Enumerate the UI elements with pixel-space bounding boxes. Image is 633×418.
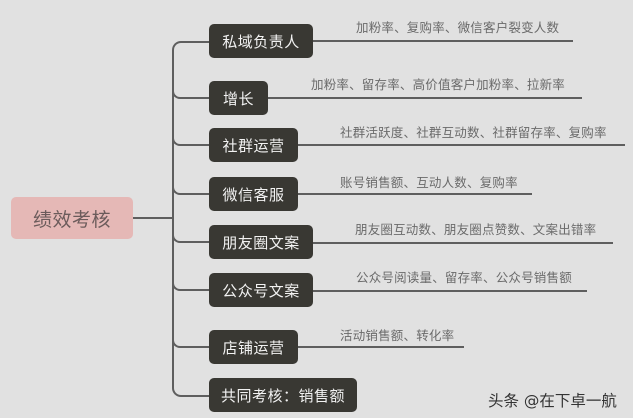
branch-connector-8 <box>172 384 209 397</box>
node-official-account-copy[interactable]: 公众号文案 <box>209 273 313 307</box>
branch-connector-6 <box>172 281 209 291</box>
node-label: 增长 <box>222 89 254 108</box>
leaf-underline-6 <box>313 290 587 292</box>
node-moments-copy[interactable]: 朋友圈文案 <box>209 225 313 259</box>
leaf-metrics-store-ops: 活动销售额、转化率 <box>340 328 455 343</box>
node-label: 店铺运营 <box>222 338 285 357</box>
node-store-ops[interactable]: 店铺运营 <box>209 330 298 364</box>
branch-connector-7 <box>172 338 209 348</box>
branch-connector-4 <box>172 185 209 195</box>
leaf-underline-5 <box>313 242 613 244</box>
watermark: 头条 @在下卓一航 <box>488 392 617 410</box>
leaf-metrics-private-domain-lead: 加粉率、复购率、微信客户裂变人数 <box>356 20 560 35</box>
leaf-metrics-community-ops: 社群活跃度、社群互动数、社群留存率、复购率 <box>340 125 607 140</box>
trunk-line <box>172 50 174 386</box>
leaf-metrics-moments-copy: 朋友圈互动数、朋友圈点赞数、文案出错率 <box>355 222 597 237</box>
node-label: 微信客服 <box>222 185 285 204</box>
node-shared-kpi[interactable]: 共同考核：销售额 <box>209 378 357 412</box>
node-wechat-support[interactable]: 微信客服 <box>209 177 298 211</box>
leaf-metrics-wechat-support: 账号销售额、互动人数、复购率 <box>340 175 518 190</box>
leaf-underline-7 <box>298 346 464 348</box>
root-label: 绩效考核 <box>32 208 111 231</box>
branch-connector-3 <box>172 136 209 146</box>
node-label: 共同考核：销售额 <box>220 386 345 405</box>
leaf-metrics-official-account-copy: 公众号阅读量、留存率、公众号销售额 <box>356 270 572 285</box>
node-label: 朋友圈文案 <box>222 233 300 252</box>
node-private-domain-lead[interactable]: 私域负责人 <box>209 24 313 58</box>
root-connector <box>133 217 173 219</box>
branch-connector-2 <box>172 89 209 99</box>
branch-connector-5 <box>172 233 209 243</box>
node-community-ops[interactable]: 社群运营 <box>209 128 298 162</box>
node-growth[interactable]: 增长 <box>209 81 268 115</box>
root-node[interactable]: 绩效考核 <box>11 197 133 239</box>
node-label: 公众号文案 <box>222 281 300 300</box>
leaf-underline-4 <box>298 193 532 195</box>
branch-connector-1 <box>172 41 209 53</box>
node-label: 社群运营 <box>222 136 285 155</box>
leaf-metrics-growth: 加粉率、留存率、高价值客户加粉率、拉新率 <box>311 77 566 92</box>
node-label: 私域负责人 <box>222 32 300 51</box>
leaf-underline-2 <box>268 97 582 99</box>
leaf-underline-3 <box>298 144 625 146</box>
leaf-underline-1 <box>313 40 573 42</box>
